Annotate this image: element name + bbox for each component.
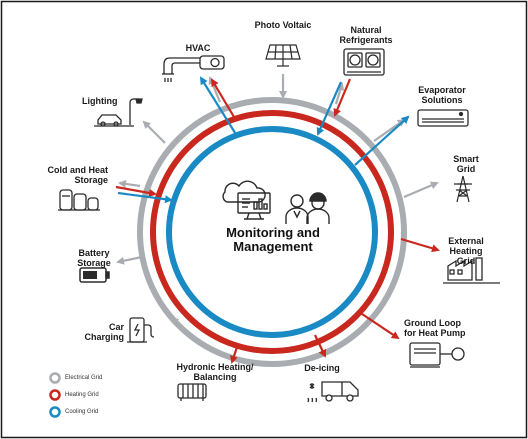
solar-panel-icon bbox=[265, 44, 301, 67]
smart-grid-label: Smart Grid bbox=[453, 154, 479, 174]
cold-heat-storage-label: Cold and Heat Storage bbox=[47, 165, 108, 185]
street-light-icon bbox=[94, 98, 143, 127]
cold-heat-storage-heating-connector bbox=[115, 185, 157, 197]
natural-refrigerants-electric-connector bbox=[334, 82, 345, 105]
cold-heat-storage-electric-connector bbox=[118, 179, 141, 188]
battery-storage-label: Battery Storage bbox=[77, 248, 111, 268]
evaporator-solutions-label: Evaporator Solutions bbox=[418, 85, 466, 105]
legend-heating-grid: Heating Grid bbox=[65, 392, 99, 398]
monitoring-icon bbox=[222, 180, 330, 224]
electrical-grid-legend-marker bbox=[49, 372, 61, 384]
car-charging-label: Car Charging bbox=[84, 322, 125, 342]
battery-icon bbox=[79, 267, 110, 283]
radiator-icon bbox=[177, 383, 207, 401]
evaporator-cooling-connector bbox=[354, 115, 410, 166]
de-icing-connector bbox=[314, 334, 327, 358]
external-heating-grid-connector bbox=[400, 237, 440, 253]
factory-icon bbox=[443, 257, 500, 284]
battery-storage-connector bbox=[116, 255, 143, 265]
heating-grid-ring bbox=[150, 110, 394, 354]
natural-refrigerants-heating-connector bbox=[333, 78, 352, 117]
lighting-connector bbox=[142, 120, 166, 144]
de-icing-label: De-icing bbox=[304, 363, 340, 373]
hvac-cooling-connector bbox=[199, 76, 238, 137]
storage-tanks-icon bbox=[58, 189, 100, 211]
legend-cooling-grid: Cooling Grid bbox=[65, 409, 99, 415]
natural-refrigerants-label: Natural Refrigerants bbox=[339, 25, 393, 45]
hvac-label: HVAC bbox=[185, 43, 211, 53]
evaporator-icon bbox=[417, 109, 469, 127]
cooling-grid-ring bbox=[166, 126, 378, 338]
electrical-grid-ring bbox=[137, 97, 407, 367]
hvac-heating-connector bbox=[210, 78, 235, 118]
legend-markers bbox=[49, 372, 61, 418]
car-charging-connector bbox=[170, 316, 196, 341]
ground-loop-connector bbox=[358, 311, 400, 340]
ev-charger-icon bbox=[127, 317, 155, 343]
evaporator-electric-connector bbox=[373, 118, 406, 142]
smart-grid-connector bbox=[403, 181, 439, 199]
cold-heat-storage-cooling-connector bbox=[117, 191, 173, 204]
photo-voltaic-label: Photo Voltaic bbox=[254, 20, 312, 30]
external-heating-grid-label: External Heating Grid bbox=[448, 236, 484, 266]
lighting-label: Lighting bbox=[82, 96, 118, 106]
natural-refrigerants-cooling-connector bbox=[316, 81, 343, 136]
connector-group bbox=[115, 74, 440, 364]
refrigerant-unit-icon bbox=[343, 48, 385, 76]
ground-loop-label: Ground Loop for Heat Pump bbox=[404, 318, 466, 338]
heat-pump-icon bbox=[409, 342, 465, 368]
cooling-grid-legend-marker bbox=[49, 406, 61, 418]
heating-grid-legend-marker bbox=[49, 389, 61, 401]
hvac-duct-icon bbox=[162, 55, 225, 82]
hydronic-heating-label: Hydronic Heating/ Balancing bbox=[176, 362, 254, 382]
hydronic-heating-connector bbox=[230, 343, 240, 364]
center-title: Monitoring and Management bbox=[226, 225, 320, 254]
legend-electrical-grid: Electrical Grid bbox=[65, 375, 103, 381]
van-deicing-icon bbox=[307, 381, 359, 403]
power-tower-icon bbox=[454, 175, 472, 203]
